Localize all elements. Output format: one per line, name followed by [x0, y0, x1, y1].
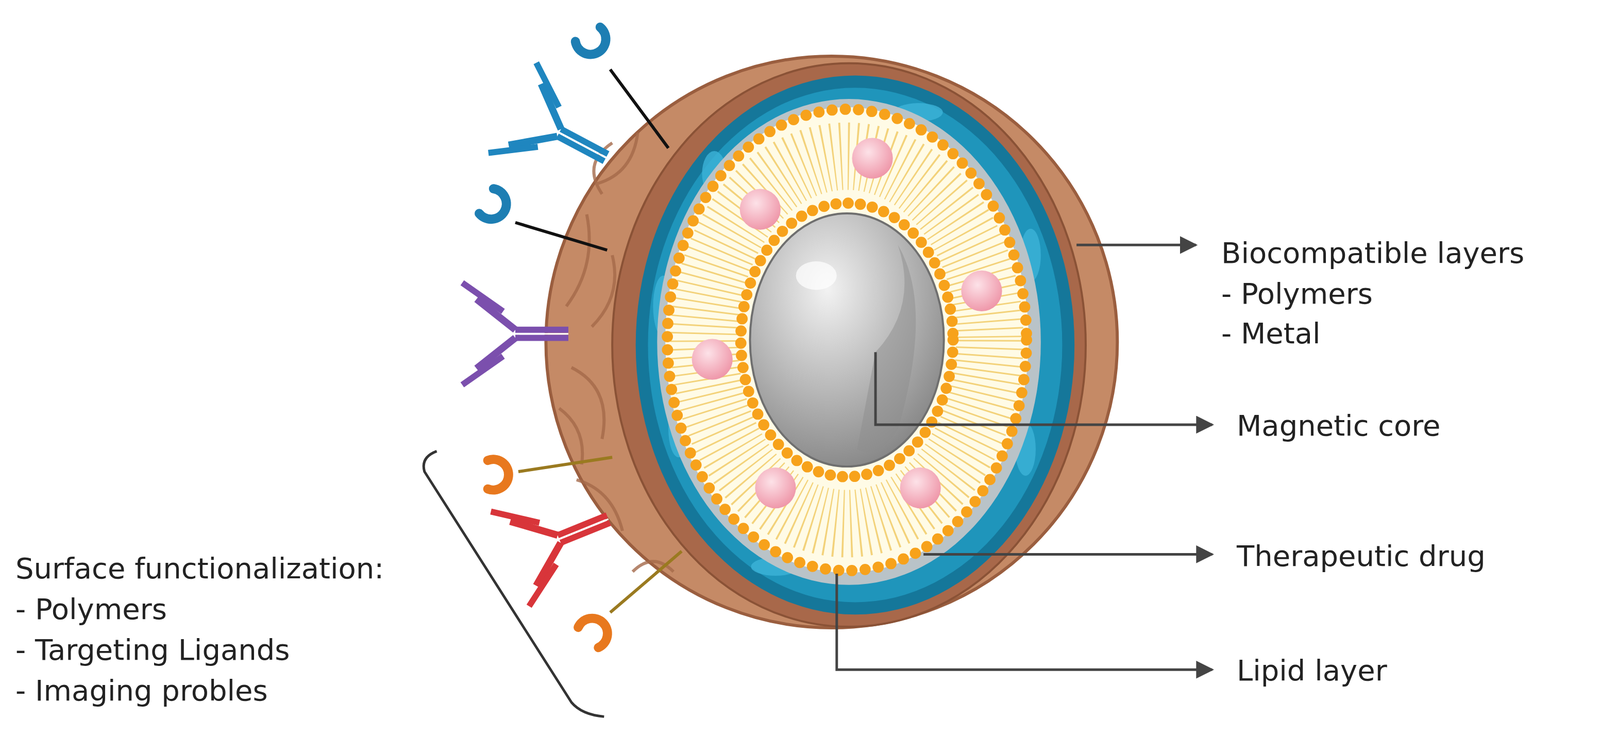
- list-item: - Polymers: [1221, 277, 1373, 311]
- list-item: - Polymers: [15, 592, 167, 626]
- list-item: - Targeting Ligands: [15, 633, 291, 667]
- part-label: Magnetic core: [1236, 409, 1441, 443]
- part-label: Therapeutic drug: [1236, 539, 1486, 573]
- list-item: - Imaging probles: [15, 674, 268, 707]
- part-label: Lipid layer: [1236, 653, 1388, 687]
- list-item: - Metal: [1221, 316, 1321, 350]
- group-heading: Surface functionalization:: [15, 551, 384, 585]
- part-label: Biocompatible layers: [1221, 236, 1525, 270]
